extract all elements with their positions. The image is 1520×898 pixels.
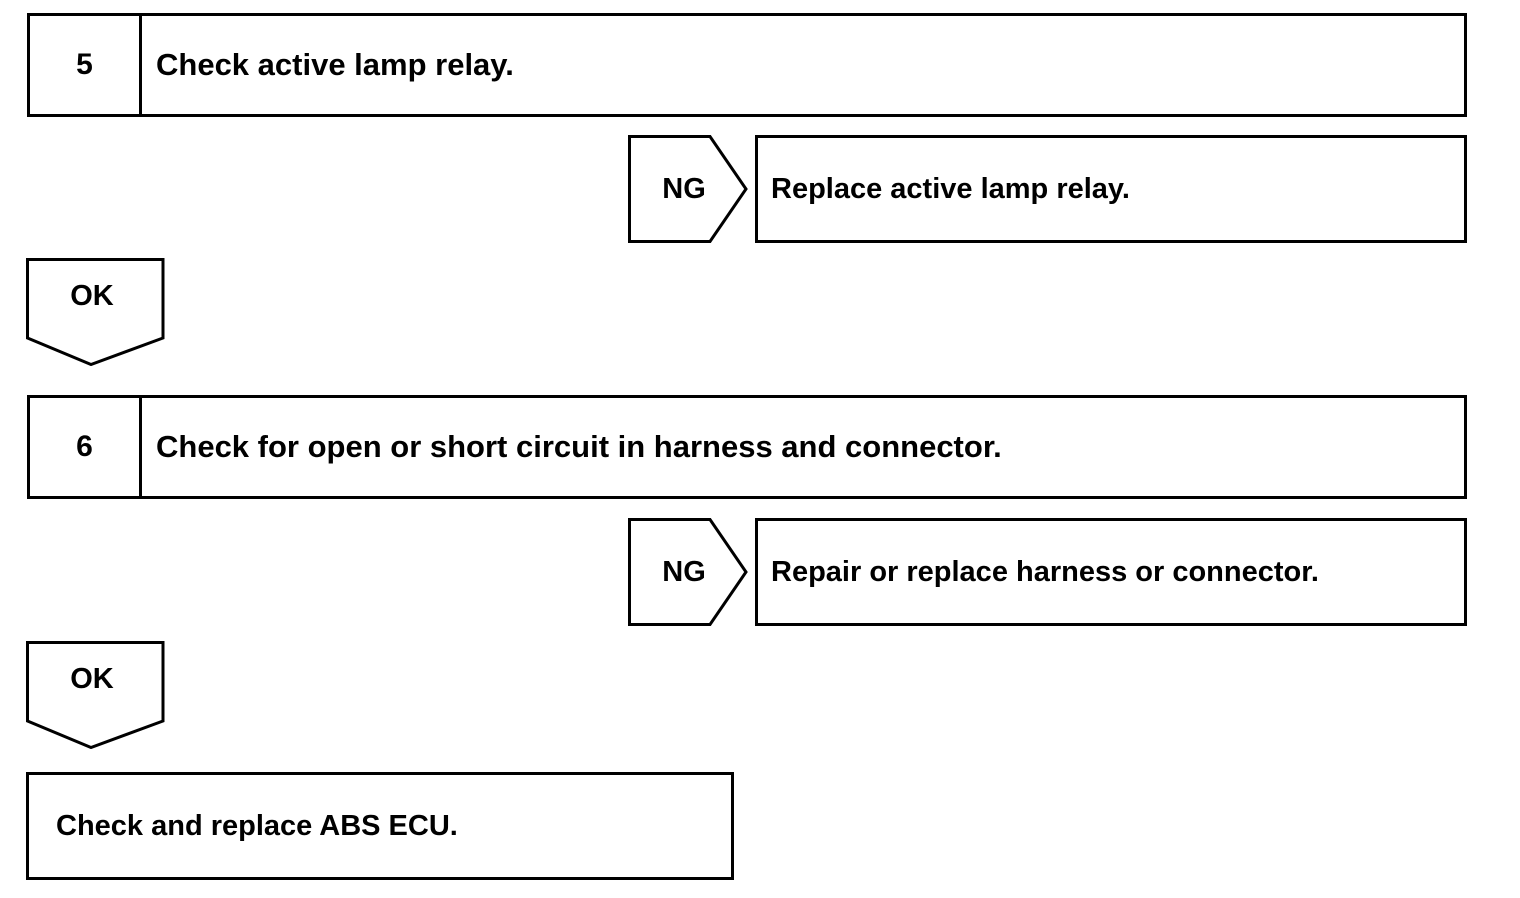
step-6-box: 6 Check for open or short circuit in har… <box>27 395 1467 499</box>
arrow-down-tag-icon <box>26 641 165 749</box>
step-title: Check active lamp relay. <box>156 47 514 82</box>
ng-action-box: Repair or replace harness or connector. <box>755 518 1467 626</box>
final-action-box: Check and replace ABS ECU. <box>26 772 734 880</box>
ng-label: NG <box>662 555 706 588</box>
arrow-down-tag-icon <box>26 258 165 366</box>
ng-action-box: Replace active lamp relay. <box>755 135 1467 243</box>
arrow-right-tag-icon <box>628 135 748 243</box>
step-number: 6 <box>30 398 142 496</box>
ng-arrow-tag: NG <box>628 518 750 626</box>
ng-label: NG <box>662 172 706 205</box>
ok-arrow-tag: OK <box>26 258 166 366</box>
ng-arrow-tag: NG <box>628 135 750 243</box>
arrow-right-tag-icon <box>628 518 748 626</box>
ok-label: OK <box>70 280 114 312</box>
ok-label: OK <box>70 663 114 695</box>
step-number: 5 <box>30 16 142 114</box>
step-5-box: 5 Check active lamp relay. <box>27 13 1467 117</box>
ok-arrow-tag: OK <box>26 641 166 749</box>
step-title: Check for open or short circuit in harne… <box>156 429 1002 464</box>
